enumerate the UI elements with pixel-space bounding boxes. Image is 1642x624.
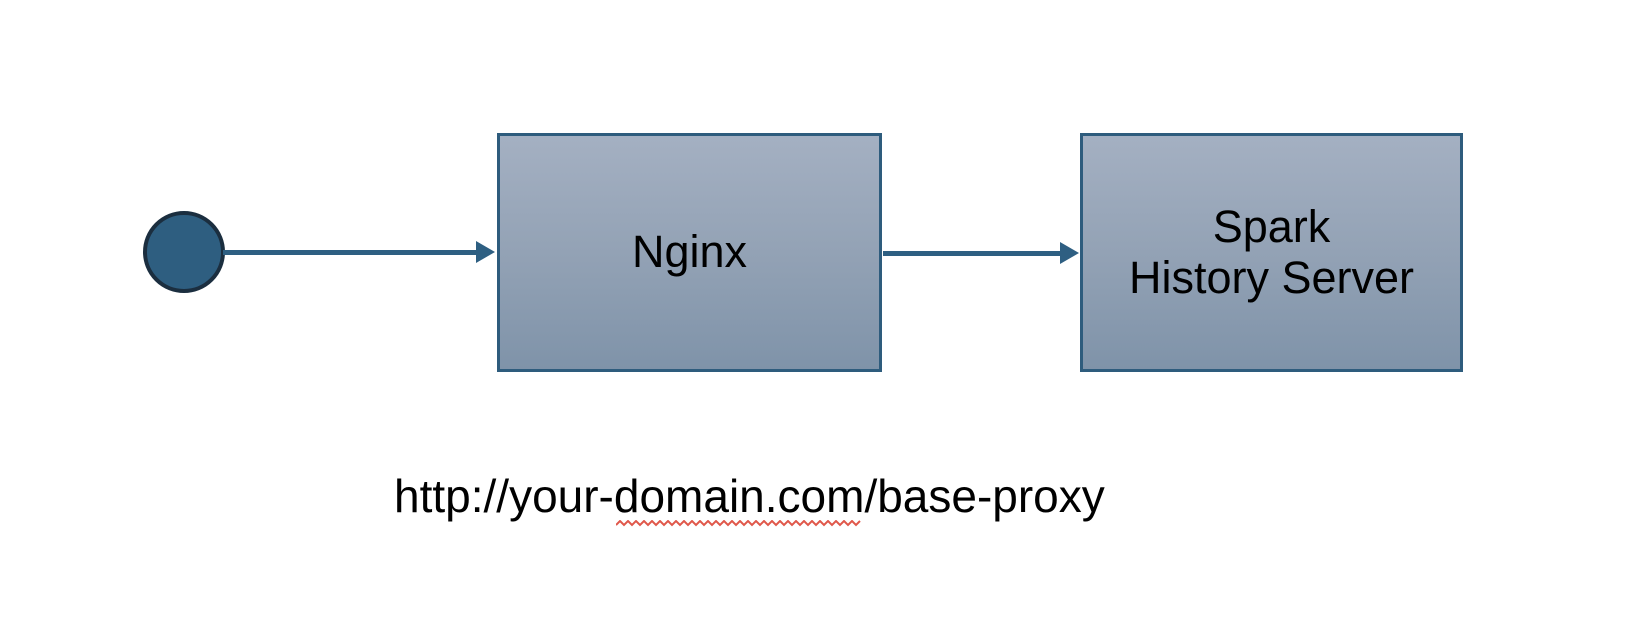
url-segment-suffix: /base-proxy: [864, 470, 1105, 522]
start-node-circle: [143, 211, 225, 293]
nginx-node: Nginx: [497, 133, 882, 372]
arrowhead-icon: [476, 241, 495, 263]
spark-node-label: Spark History Server: [1128, 201, 1415, 303]
arrow-nginx-to-spark: [883, 251, 1061, 256]
arrowhead-icon: [1060, 242, 1079, 264]
url-segment-prefix: http://your-: [394, 470, 614, 522]
nginx-node-label: Nginx: [631, 226, 748, 278]
spark-node-label-line2: History Server: [1128, 251, 1415, 303]
spark-history-server-node: Spark History Server: [1080, 133, 1463, 372]
url-segment-misspelled: domain.com: [614, 469, 864, 527]
arrow-start-to-nginx: [223, 250, 477, 255]
url-caption: http://your-domain.com/base-proxy: [394, 469, 1105, 527]
spark-node-label-line1: Spark: [1212, 201, 1331, 253]
